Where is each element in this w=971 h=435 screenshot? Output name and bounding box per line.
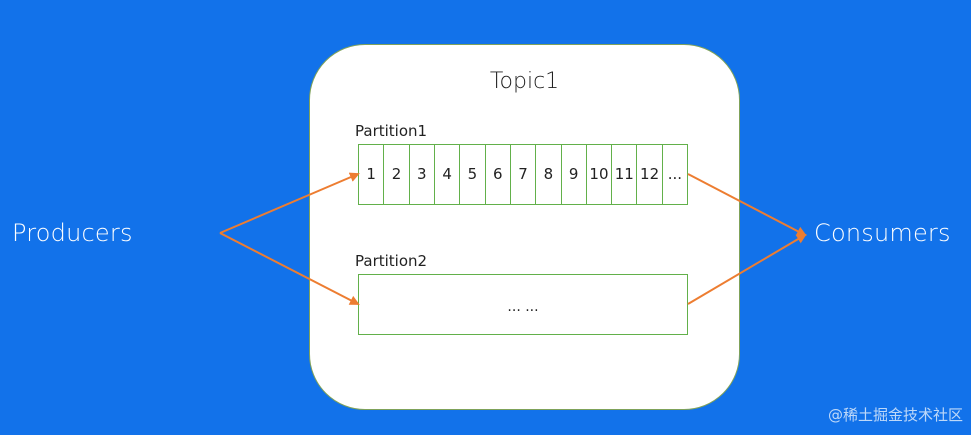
partition1-box: 1 2 3 4 5 6 7 8 9 10 11 12 ... bbox=[358, 144, 688, 205]
partition1-cell: 10 bbox=[587, 145, 613, 204]
partition1-cell: 2 bbox=[384, 145, 410, 204]
watermark-text: @稀土掘金技术社区 bbox=[827, 406, 963, 424]
partition1-cell: 7 bbox=[511, 145, 537, 204]
partition1-cell: 8 bbox=[536, 145, 562, 204]
partition1-cell: 11 bbox=[612, 145, 638, 204]
partition1-cell: 4 bbox=[435, 145, 461, 204]
partition2-content: ... ... bbox=[507, 298, 539, 315]
partition1-cell: 12 bbox=[637, 145, 663, 204]
partition1-cell: 6 bbox=[486, 145, 511, 204]
partition1-cell: 1 bbox=[359, 145, 385, 204]
producers-label: Producers bbox=[12, 219, 133, 247]
partition1-cell: 3 bbox=[410, 145, 435, 204]
consumers-label: Consumers bbox=[814, 219, 951, 247]
topic-title: Topic1 bbox=[489, 69, 560, 94]
topic-box: Topic1 bbox=[309, 44, 740, 410]
partition2-label: Partition2 bbox=[355, 252, 428, 270]
partition1-label: Partition1 bbox=[355, 122, 428, 140]
partition1-cell: 5 bbox=[460, 145, 486, 204]
partition1-cell: ... bbox=[667, 164, 683, 183]
partition2-box: ... ... bbox=[358, 274, 688, 335]
partition1-cell: 9 bbox=[562, 145, 587, 204]
